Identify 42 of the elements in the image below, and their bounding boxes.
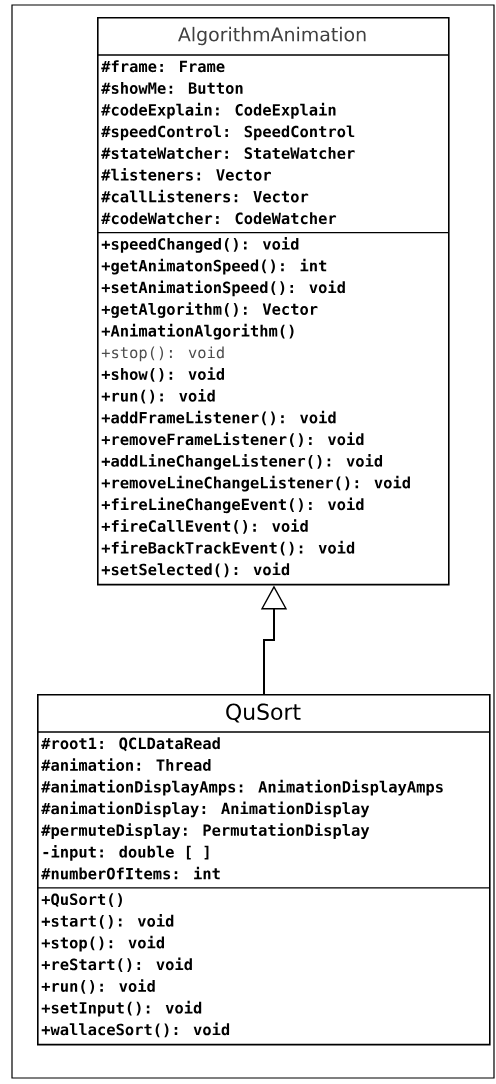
method-text: +removeLineChangeListener(): void bbox=[101, 475, 410, 492]
attribute-text: #codeExplain: CodeExplain bbox=[101, 102, 336, 119]
method-text: +fireCallEvent(): void bbox=[101, 519, 308, 534]
class-name: AlgorithmAnimation bbox=[178, 26, 366, 46]
attribute-text: #listeners: Vector bbox=[101, 167, 271, 181]
method-text: +AnimationAlgorithm() bbox=[101, 323, 294, 340]
class-box bbox=[97, 17, 450, 586]
attribute-text: #root1: QCLDataRead bbox=[41, 737, 220, 752]
attribute-text: #showMe: Button bbox=[101, 82, 243, 94]
method-text: +setAnimationSpeed(): void bbox=[101, 280, 345, 297]
method-text: +getAlgorithm(): Vector bbox=[101, 302, 318, 318]
class-name: QuSort bbox=[226, 703, 301, 723]
method-text: +run(): void bbox=[41, 979, 155, 994]
attribute-text: #animationDisplay: AnimationDisplay bbox=[41, 801, 370, 818]
method-text: +stop(): void bbox=[41, 935, 164, 952]
attribute-text: #animationDisplayAmps: AnimationDisplayAmps bbox=[41, 779, 443, 796]
attribute-text: #speedControl: SpeedControl bbox=[101, 125, 355, 141]
method-text: +show(): void bbox=[101, 367, 224, 382]
method-text: +removeFrameListener(): void bbox=[101, 432, 364, 447]
method-text: +getAnimatonSpeed(): int bbox=[101, 258, 327, 275]
attribute-text: #animation: Thread bbox=[41, 758, 211, 771]
method-text: +reStart(): void bbox=[41, 957, 192, 973]
method-text: +setSelected(): void bbox=[101, 562, 290, 578]
method-text: +speedChanged(): void bbox=[101, 237, 299, 253]
method-text: +wallaceSort(): void bbox=[41, 1022, 230, 1038]
attribute-text: #codeWatcher: CodeWatcher bbox=[101, 212, 337, 225]
attribute-text: #frame: Frame bbox=[101, 60, 225, 73]
attribute-text: -input: double [ ] bbox=[43, 844, 209, 861]
method-text: +QuSort() bbox=[41, 893, 122, 908]
method-text: +fireBackTrackEvent(): void bbox=[101, 540, 355, 556]
method-text: +stop(): void bbox=[101, 346, 224, 362]
method-text: +start(): void bbox=[41, 914, 174, 929]
attribute-text: #callListeners: Vector bbox=[101, 189, 309, 203]
attribute-text: #permuteDisplay: PermutationDisplay bbox=[41, 823, 370, 839]
method-text: +addLineChangeListener(): void bbox=[101, 454, 383, 470]
attribute-text: #numberOfItems: int bbox=[41, 866, 220, 880]
method-text: +addFrameListener(): void bbox=[101, 410, 336, 426]
class-box bbox=[37, 694, 491, 1046]
attribute-text: #stateWatcher: StateWatcher bbox=[101, 147, 355, 160]
method-text: +fireLineChangeEvent(): void bbox=[101, 497, 364, 514]
method-text: +setInput(): void bbox=[41, 1000, 202, 1017]
method-text: +run(): void bbox=[101, 388, 215, 404]
